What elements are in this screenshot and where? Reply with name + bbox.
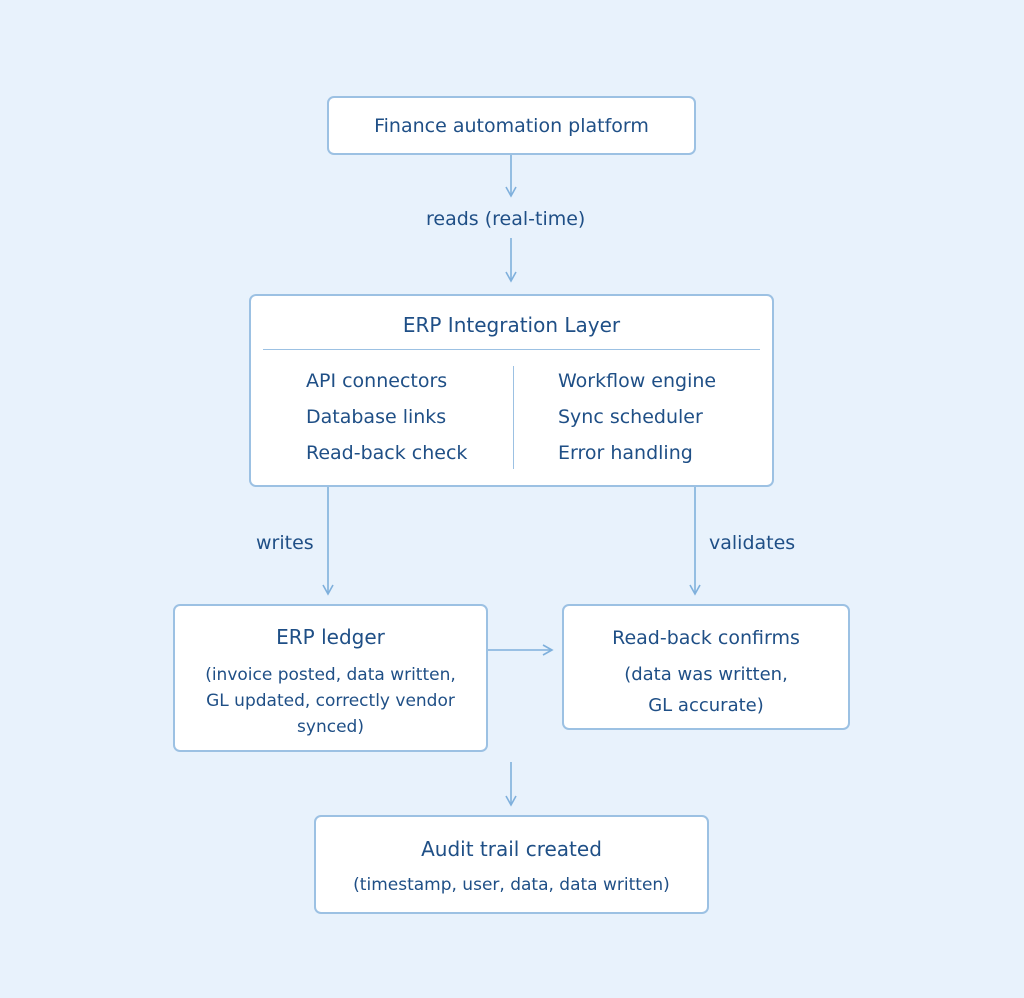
- readback-detail: (data was written, GL accurate): [564, 659, 848, 721]
- ledger-detail: (invoice posted, data written, GL update…: [175, 662, 486, 740]
- integration-node: ERP Integration Layer API connectors Dat…: [249, 294, 774, 487]
- integration-item-api-connectors: API connectors: [306, 370, 448, 392]
- edge-label-reads: reads (real-time): [426, 208, 586, 230]
- audit-node: Audit trail created (timestamp, user, da…: [314, 815, 709, 914]
- edge-label-writes: writes: [256, 532, 314, 554]
- audit-title: Audit trail created: [421, 837, 602, 861]
- ledger-detail-line: GL updated, correctly vendor: [206, 691, 455, 711]
- integration-item-sync-scheduler: Sync scheduler: [558, 406, 703, 428]
- integration-item-error-handling: Error handling: [558, 442, 693, 464]
- platform-node: Finance automation platform: [327, 96, 696, 155]
- edge-label-validates: validates: [709, 532, 796, 554]
- ledger-title: ERP ledger: [276, 625, 385, 649]
- integration-item-database-links: Database links: [306, 406, 447, 428]
- audit-detail: (timestamp, user, data, data written): [353, 875, 670, 895]
- ledger-detail-line: (invoice posted, data written,: [205, 665, 456, 685]
- integration-item-read-back-check: Read-back check: [306, 442, 468, 464]
- integration-column-divider: [513, 366, 514, 469]
- readback-title: Read-back confirms: [612, 627, 800, 649]
- ledger-detail-line: synced): [297, 717, 364, 737]
- readback-detail-line: (data was written,: [624, 664, 788, 685]
- integration-title: ERP Integration Layer: [402, 313, 621, 337]
- ledger-node: ERP ledger (invoice posted, data written…: [173, 604, 488, 752]
- readback-detail-line: GL accurate): [648, 695, 764, 716]
- readback-node: Read-back confirms (data was written, GL…: [562, 604, 850, 730]
- integration-divider: [263, 349, 760, 350]
- platform-title: Finance automation platform: [374, 115, 649, 137]
- integration-item-workflow-engine: Workflow engine: [558, 370, 717, 392]
